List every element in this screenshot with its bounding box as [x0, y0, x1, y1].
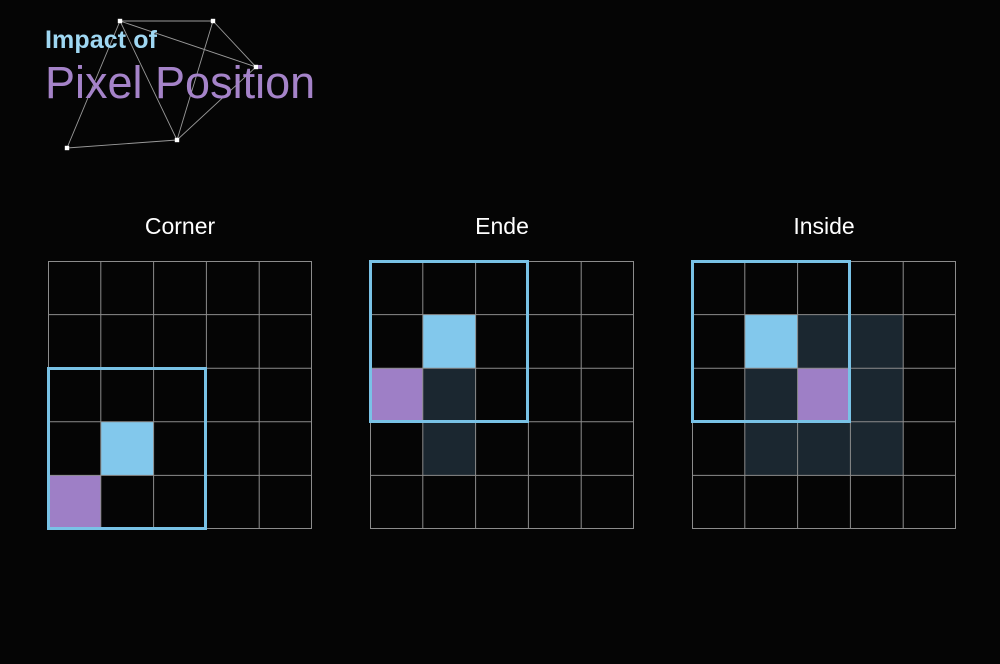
grid-cell-purple-r3-c1[interactable]	[370, 368, 423, 422]
grid-cell-blue-r4-c2[interactable]	[100, 421, 154, 476]
grid-cell-shadow-r2-c4[interactable]	[850, 314, 904, 369]
page-title: Pixel Position	[45, 57, 316, 108]
grid-cell-shadow-r4-c4[interactable]	[850, 421, 904, 476]
grid-cell-shadow-r3-c4[interactable]	[850, 368, 904, 422]
grid-cells-layer	[370, 261, 634, 529]
network-edge	[119, 20, 178, 141]
network-edge	[212, 20, 257, 68]
grid-cells-layer	[48, 261, 312, 529]
grid-cell-blue-r2-c2[interactable]	[422, 314, 476, 369]
grid-cell-shadow-r3-c2[interactable]	[422, 368, 476, 422]
panel-inside: Inside	[691, 212, 956, 529]
network-edge	[119, 20, 257, 68]
grid-cell-purple-r3-c3[interactable]	[797, 368, 851, 422]
network-edge	[66, 20, 121, 149]
grid-cell-blue-r2-c2[interactable]	[744, 314, 798, 369]
grid-cell-shadow-r4-c2[interactable]	[422, 421, 476, 476]
network-edge	[176, 66, 257, 141]
network-edge	[176, 20, 214, 141]
grid-cell-shadow-r4-c3[interactable]	[797, 421, 851, 476]
panel-title-inside: Inside	[793, 213, 855, 239]
grid-cell-shadow-r3-c2[interactable]	[744, 368, 798, 422]
panel-ende: Ende	[369, 212, 634, 529]
network-node	[117, 18, 123, 24]
pixel-grid-inside[interactable]	[691, 260, 956, 529]
network-node	[210, 18, 216, 24]
grid-cells-layer	[692, 261, 956, 529]
panel-title-corner: Corner	[144, 213, 216, 239]
network-node	[64, 145, 70, 151]
network-node	[174, 137, 180, 143]
title-text-group: Impact of Pixel Position	[45, 26, 316, 108]
panel-title-ende: Ende	[475, 213, 529, 239]
title-kicker: Impact of	[45, 26, 158, 54]
network-edge	[66, 139, 178, 149]
panel-corner: Corner	[47, 212, 312, 530]
pixel-grid-ende[interactable]	[369, 260, 634, 529]
grid-cell-purple-r5-c1[interactable]	[48, 475, 101, 529]
title-block: Impact of Pixel Position	[0, 0, 420, 170]
network-graph-decoration	[64, 18, 259, 151]
grid-cell-shadow-r4-c2[interactable]	[744, 421, 798, 476]
pixel-grid-corner[interactable]	[47, 261, 312, 530]
network-node	[253, 64, 259, 70]
grid-cell-shadow-r2-c3[interactable]	[797, 314, 851, 369]
panel-row: Corner Ende Inside	[0, 212, 1000, 542]
